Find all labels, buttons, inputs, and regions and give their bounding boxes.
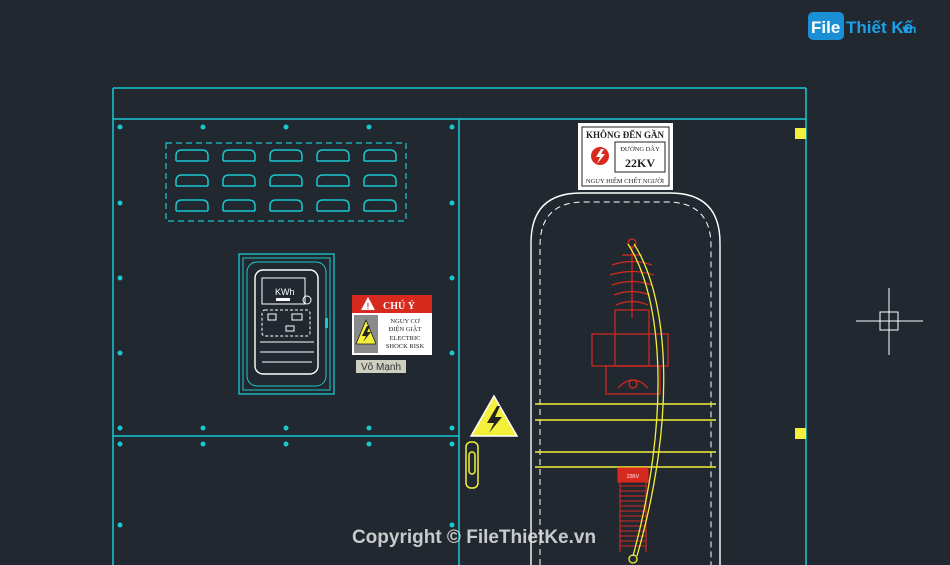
logo-badge	[808, 12, 844, 40]
danger-voltage: 22KV	[625, 156, 655, 170]
grip-marker-bottom[interactable]	[795, 428, 806, 439]
louver-slot	[175, 199, 209, 211]
louver-slot	[363, 199, 397, 211]
meter-unit-label: KWh	[275, 287, 295, 297]
transformer-bushing	[591, 238, 669, 395]
copyright-watermark: Copyright © FileThietKe.vn	[352, 527, 596, 548]
louver-frame	[165, 142, 407, 222]
caution-line1: NGUY CƠ	[390, 318, 419, 325]
filethietke-logo[interactable]: File Thiết Kế .vn	[808, 12, 916, 40]
caution-header: CHÚ Ý	[383, 300, 416, 312]
meter-body	[254, 269, 319, 375]
grip-marker-top[interactable]	[795, 128, 806, 139]
author-name: Võ Mạnh	[361, 362, 401, 373]
ventilation-louvers	[165, 142, 407, 222]
cad-crosshair-cursor	[856, 288, 923, 355]
high-voltage-icon	[469, 394, 519, 437]
louver-slot	[363, 149, 397, 161]
cable-label: 22KV	[627, 474, 640, 480]
louver-slot	[269, 199, 303, 211]
caution-line2: ĐIỆN GIẬT	[389, 325, 422, 333]
busbars	[535, 403, 716, 468]
danger-line1: KHÔNG ĐẾN GẦN	[586, 130, 665, 140]
louver-slot	[316, 149, 350, 161]
louver-slot	[175, 174, 209, 186]
louver-slot	[316, 174, 350, 186]
louver-slot	[316, 199, 350, 211]
louver-slot	[269, 149, 303, 161]
danger-line4: NGUY HIỂM CHẾT NGƯỜI	[586, 177, 664, 185]
louver-slot	[222, 199, 256, 211]
cabinet-outline	[112, 87, 807, 565]
meter-display	[261, 277, 306, 305]
louver-slot	[269, 174, 303, 186]
bolt-dots	[117, 124, 455, 528]
caution-line4: SHOCK RISK	[386, 343, 425, 350]
louver-slot	[222, 174, 256, 186]
louver-slot	[222, 149, 256, 161]
connection-cable	[627, 243, 665, 564]
logo-word-thietke: Thiết Kế	[846, 18, 914, 37]
cable-termination	[617, 467, 649, 552]
door-handle[interactable]	[465, 441, 479, 489]
logo-suffix: .vn	[899, 22, 916, 36]
author-name-tag: Võ Mạnh	[356, 360, 406, 373]
louver-slot	[175, 149, 209, 161]
caution-sign: ! CHÚ Ý NGUY CƠ ĐIỆN GIẬT ELECTRIC SHOCK…	[352, 295, 432, 355]
danger-line2: ĐƯỜNG DÂY	[620, 145, 660, 153]
louver-slot	[363, 174, 397, 186]
svg-text:!: !	[367, 302, 370, 311]
electric-meter[interactable]: KWh	[238, 253, 335, 395]
caution-line3: ELECTRIC	[389, 335, 420, 342]
logo-word-file: File	[811, 18, 840, 37]
transformer-compartment	[530, 192, 721, 565]
danger-22kv-sign: KHÔNG ĐẾN GẦN ĐƯỜNG DÂY 22KV NGUY HIỂM C…	[578, 123, 673, 190]
